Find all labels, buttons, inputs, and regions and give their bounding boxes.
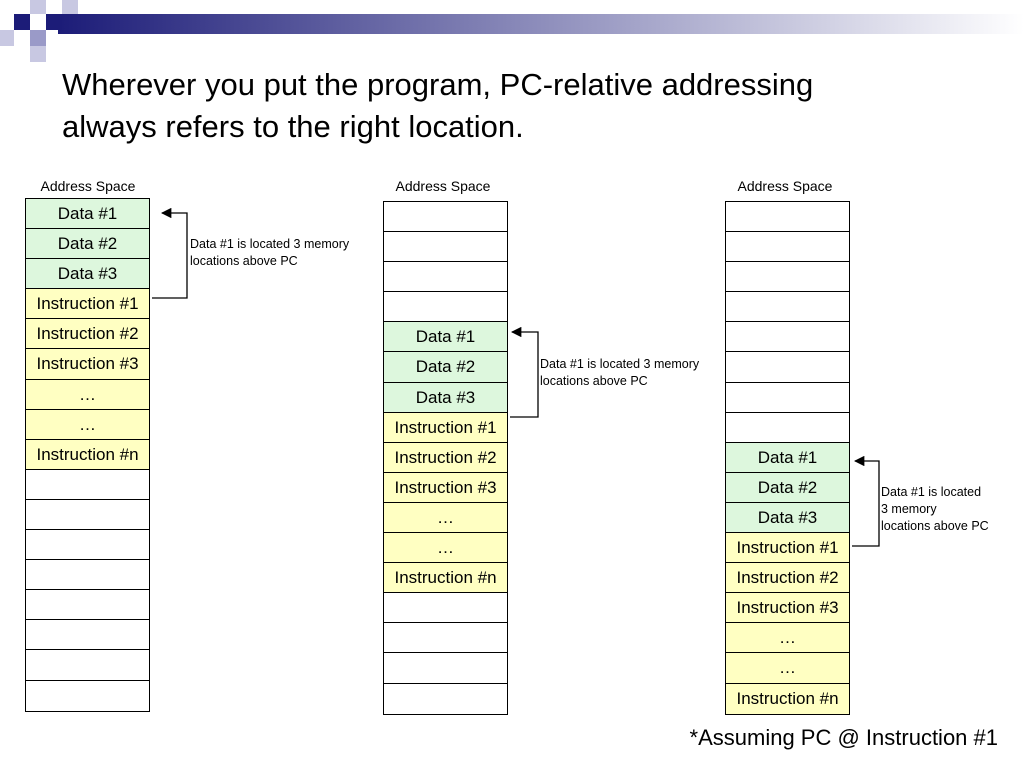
address-space-header: Address Space xyxy=(737,178,833,194)
memory-cell-empty xyxy=(26,620,149,651)
memory-cell-empty xyxy=(726,202,849,233)
memory-cell-empty xyxy=(26,560,149,591)
memory-cell-empty xyxy=(26,590,149,621)
memory-cell-empty xyxy=(384,202,507,233)
memory-cell-empty xyxy=(384,292,507,323)
slide-title-line: always refers to the right location. xyxy=(62,109,524,144)
banner-square xyxy=(30,0,46,14)
memory-cell-empty xyxy=(726,322,849,353)
memory-cell-empty xyxy=(384,232,507,263)
memory-cell: Instruction #2 xyxy=(726,563,849,594)
offset-note: Data #1 is located 3 memory locations ab… xyxy=(540,357,700,388)
memory-cell: Instruction #n xyxy=(384,563,507,594)
memory-cell-empty xyxy=(384,262,507,293)
memory-cell: Data #3 xyxy=(26,259,149,290)
memory-cell: Data #2 xyxy=(726,472,849,503)
memory-cell-empty xyxy=(726,352,849,383)
memory-cell: Data #2 xyxy=(384,352,507,383)
banner-square xyxy=(30,30,46,46)
pc-relative-arrow xyxy=(852,455,880,547)
memory-cell: Instruction #n xyxy=(26,439,149,470)
memory-cell: … xyxy=(26,409,149,440)
memory-cell: … xyxy=(726,623,849,654)
memory-cell-empty xyxy=(726,382,849,413)
memory-cell: Data #1 xyxy=(26,199,149,230)
memory-cell: Data #3 xyxy=(384,382,507,413)
address-space-header: Address Space xyxy=(40,178,136,194)
memory-cell-empty xyxy=(26,530,149,561)
memory-cell-empty xyxy=(384,593,507,624)
offset-note: Data #1 is located 3 memory locations ab… xyxy=(881,485,989,533)
memory-cell: Instruction #3 xyxy=(726,593,849,624)
memory-cell: Data #2 xyxy=(26,229,149,260)
banner-gradient-bar xyxy=(58,14,1024,34)
pc-relative-arrow xyxy=(510,326,539,418)
footnote: *Assuming PC @ Instruction #1 xyxy=(689,725,998,750)
pc-relative-arrow xyxy=(152,207,188,299)
slide-title: Wherever you put the program, PC-relativ… xyxy=(62,64,962,148)
slide-title-line: Wherever you put the program, PC-relativ… xyxy=(62,67,814,102)
memory-cell: Instruction #3 xyxy=(26,349,149,380)
memory-cell-empty xyxy=(384,683,507,714)
memory-cell-empty xyxy=(384,623,507,654)
memory-cell: Instruction #1 xyxy=(726,533,849,564)
memory-cell: Instruction #1 xyxy=(26,289,149,320)
memory-cell: Instruction #3 xyxy=(384,472,507,503)
banner-square xyxy=(14,14,30,30)
memory-cell-empty xyxy=(26,650,149,681)
memory-cell: … xyxy=(384,533,507,564)
banner-square xyxy=(0,30,14,46)
memory-cell: Instruction #n xyxy=(726,683,849,714)
memory-cell: Data #1 xyxy=(384,322,507,353)
memory-cell-empty xyxy=(384,653,507,684)
memory-cell-empty xyxy=(726,412,849,443)
memory-cell: Instruction #1 xyxy=(384,412,507,443)
slide-banner xyxy=(0,0,1024,62)
banner-square xyxy=(62,0,78,14)
memory-cell-empty xyxy=(726,232,849,263)
memory-cell: … xyxy=(726,653,849,684)
memory-cell-empty xyxy=(726,262,849,293)
memory-cell: Data #1 xyxy=(726,442,849,473)
memory-cell: Data #3 xyxy=(726,502,849,534)
memory-cell-empty xyxy=(26,469,149,500)
memory-cell: … xyxy=(384,502,507,534)
memory-cell-empty xyxy=(26,499,149,531)
memory-cell: Instruction #2 xyxy=(26,319,149,350)
memory-cell: … xyxy=(26,379,149,410)
memory-cell: Instruction #2 xyxy=(384,442,507,473)
address-space-header: Address Space xyxy=(395,178,491,194)
offset-note: Data #1 is located 3 memory locations ab… xyxy=(190,237,350,268)
banner-square xyxy=(30,46,46,62)
memory-cell-empty xyxy=(726,292,849,323)
banner-square xyxy=(46,14,62,30)
memory-cell-empty xyxy=(26,680,149,711)
